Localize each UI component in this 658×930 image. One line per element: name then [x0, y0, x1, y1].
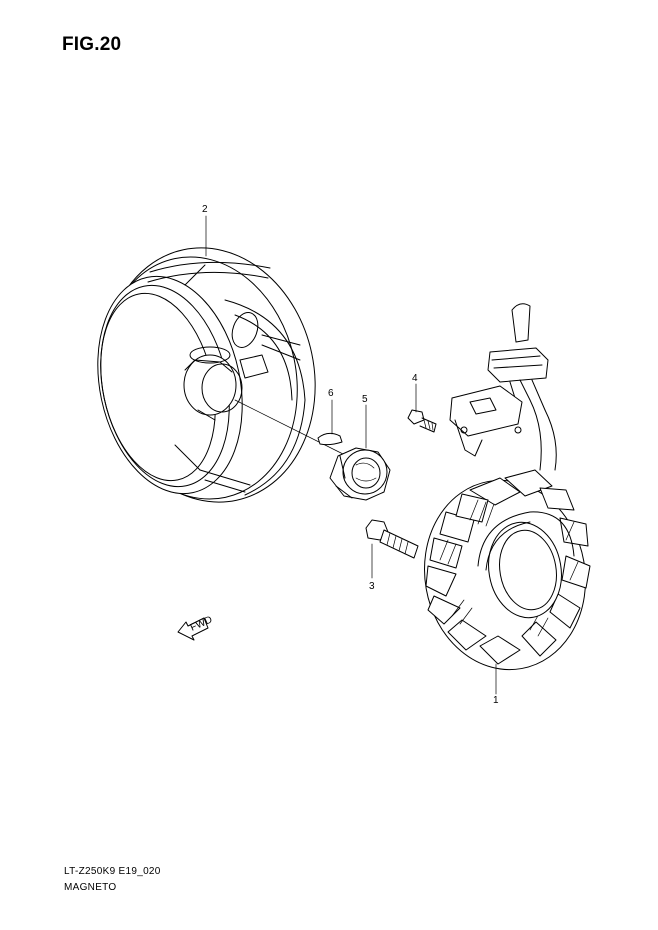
- stator-part-1: [424, 303, 591, 671]
- figure-title: FIG.20: [62, 34, 122, 55]
- callout-2: 2: [202, 204, 208, 215]
- nut-part-5: [329, 447, 391, 501]
- callout-5: 5: [362, 394, 368, 405]
- bolt-part-3: [365, 519, 419, 559]
- key-part-6: [317, 432, 343, 446]
- fwd-direction-arrow: FWD: [177, 614, 214, 641]
- screw-part-4: [407, 409, 437, 433]
- rotor-part-2: [97, 247, 316, 503]
- callout-3: 3: [369, 581, 375, 592]
- assembly-axis-line: [234, 399, 346, 456]
- callout-4: 4: [412, 373, 418, 384]
- callout-1: 1: [493, 695, 499, 706]
- section-name: MAGNETO: [64, 882, 117, 893]
- callout-leaders: [205, 215, 497, 695]
- model-code: LT-Z250K9 E19_020: [64, 866, 161, 877]
- callout-6: 6: [328, 388, 334, 399]
